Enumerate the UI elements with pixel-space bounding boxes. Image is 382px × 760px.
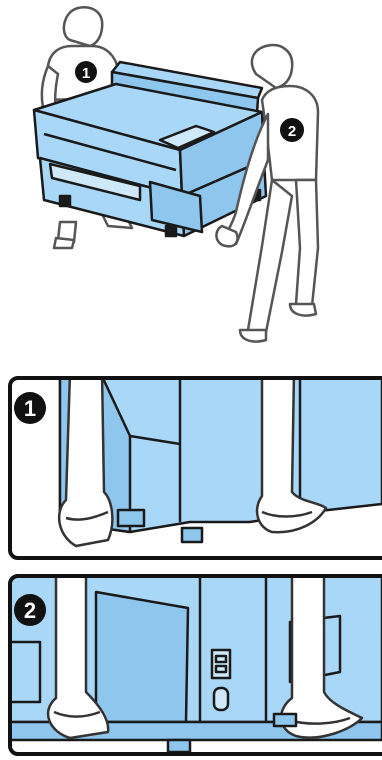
- svg-text:2: 2: [288, 123, 296, 140]
- detail-panel-2: 2: [0, 572, 382, 760]
- person-2-badge: 2: [280, 118, 304, 142]
- overview-illustration: 1 2: [0, 0, 382, 360]
- svg-text:2: 2: [24, 598, 36, 623]
- detail-panel-1: 1: [0, 372, 382, 564]
- svg-text:1: 1: [82, 65, 90, 82]
- person-1-badge: 1: [75, 61, 97, 83]
- svg-text:1: 1: [24, 396, 36, 421]
- detail-2-badge: 2: [14, 594, 46, 626]
- detail-1-badge: 1: [14, 392, 46, 424]
